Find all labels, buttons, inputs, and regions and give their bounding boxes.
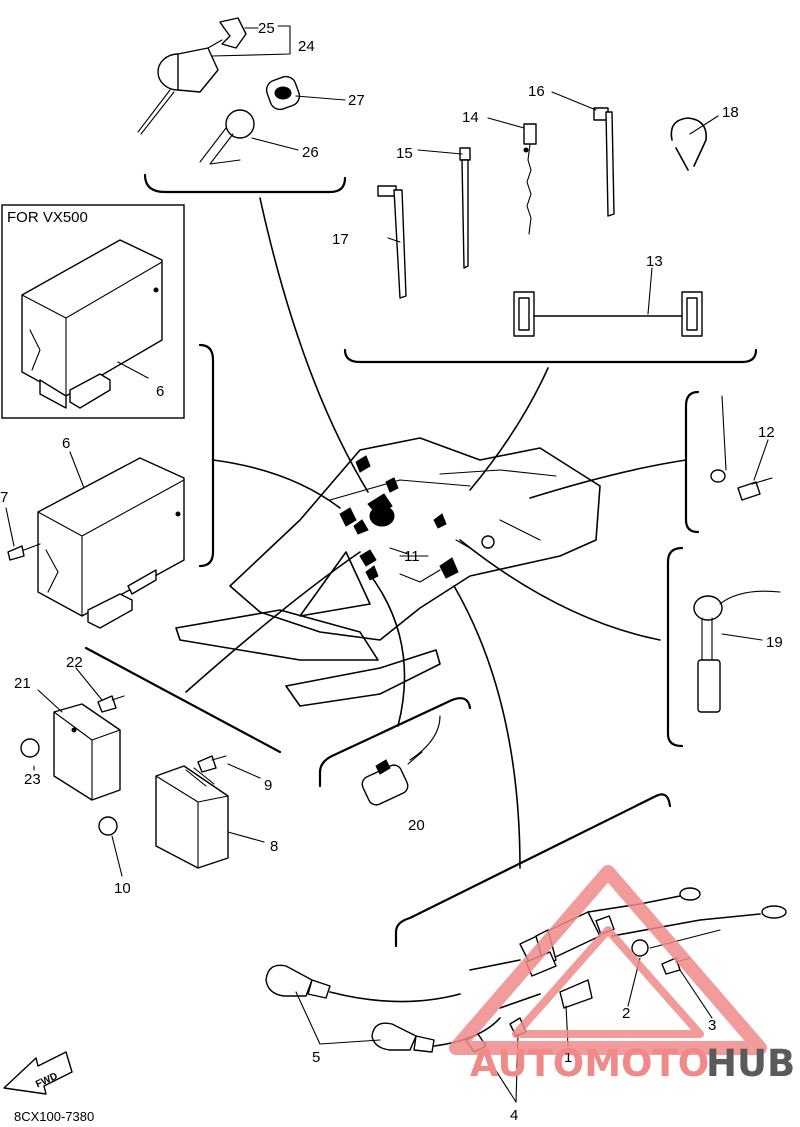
label-4: 4	[510, 1107, 518, 1124]
diagram-code: 8CX100-7380	[14, 1109, 94, 1124]
condenser-group	[318, 697, 472, 806]
variant-box-title: FOR VX500	[7, 209, 88, 226]
label-13: 13	[646, 253, 663, 270]
label-25: 25	[258, 20, 275, 37]
variant-box	[1, 204, 185, 419]
label-21: 21	[14, 675, 31, 692]
label-3: 3	[708, 1017, 716, 1034]
label-5: 5	[312, 1049, 320, 1066]
label-2: 2	[622, 1005, 630, 1022]
watermark-text: AUTOMOTO HUB	[470, 1042, 795, 1085]
label-14: 14	[462, 109, 479, 126]
label-11: 11	[404, 548, 420, 565]
label-8: 8	[270, 838, 278, 855]
label-19: 19	[766, 634, 783, 651]
clamp-band-group	[343, 91, 758, 364]
label-9: 9	[264, 777, 272, 794]
label-20: 20	[408, 817, 425, 834]
relay-group	[20, 646, 282, 877]
chassis-outline	[175, 437, 601, 707]
watermark-part2: HUB	[706, 1042, 795, 1085]
leader-lines	[185, 197, 687, 869]
label-23: 23	[24, 771, 41, 788]
label-6-variant: 6	[156, 383, 164, 400]
label-17: 17	[332, 231, 349, 248]
watermark-part1: AUTOMOTO	[470, 1042, 709, 1085]
label-22: 22	[66, 654, 83, 671]
label-16: 16	[528, 83, 545, 100]
label-1: 1	[564, 1049, 572, 1066]
label-24: 24	[298, 38, 315, 55]
label-18: 18	[722, 104, 739, 121]
watermark-logo	[449, 865, 767, 1055]
label-15: 15	[396, 145, 413, 162]
part-labels: 25 24 27 26 16 14 18 15 17 13 FOR VX500 …	[0, 20, 783, 1124]
label-7: 7	[0, 489, 8, 506]
label-26: 26	[302, 144, 319, 161]
connector-11-group	[339, 455, 495, 583]
label-6: 6	[62, 435, 70, 452]
label-12: 12	[758, 424, 775, 441]
ecu-group	[5, 343, 215, 629]
ground-lead-group	[684, 390, 773, 534]
label-10: 10	[114, 880, 131, 897]
main-switch-group	[137, 17, 347, 194]
sensor-group	[666, 546, 781, 748]
label-27: 27	[348, 92, 365, 109]
fwd-arrow: FWD	[3, 1051, 73, 1095]
